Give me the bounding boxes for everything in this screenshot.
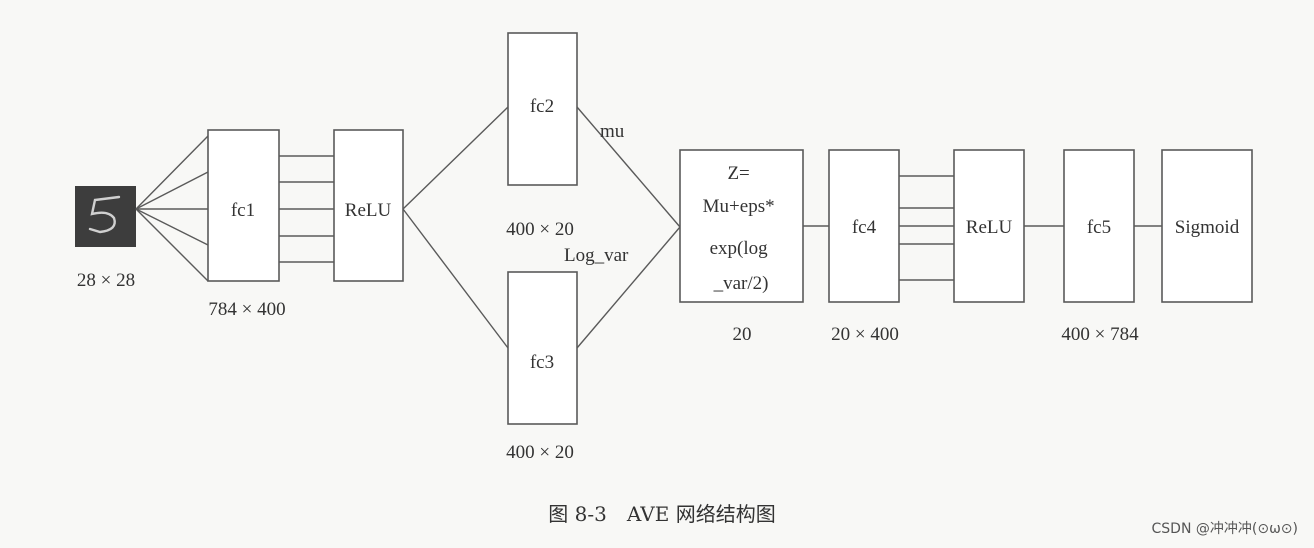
fc5-box bbox=[1063, 149, 1135, 303]
input-digit-image bbox=[75, 186, 136, 247]
fc4-to-relu-connections bbox=[899, 175, 954, 281]
mu-edge-label: mu bbox=[600, 121, 625, 142]
input-to-fc1-connections bbox=[135, 135, 209, 282]
z-label-line: Mu+eps* bbox=[703, 196, 775, 217]
encoder-branch-connections bbox=[402, 106, 681, 349]
z-box bbox=[679, 149, 804, 303]
log-var-edge-label: Log_var bbox=[564, 245, 629, 266]
relu1-label: ReLU bbox=[345, 200, 392, 221]
csdn-watermark: CSDN @冲冲冲(⊙ω⊙) bbox=[1152, 521, 1298, 537]
fc1-to-relu-connections bbox=[279, 155, 334, 263]
fc2-box bbox=[507, 32, 578, 186]
fc1-dim-label: 784 × 400 bbox=[208, 299, 285, 320]
fc1-label: fc1 bbox=[231, 200, 255, 221]
fc5-dim-label: 400 × 784 bbox=[1061, 324, 1139, 345]
relu1-box bbox=[333, 129, 404, 282]
z-label: Z= Mu+eps* exp(log _var/2) bbox=[703, 163, 780, 294]
fc3-dim-label: 400 × 20 bbox=[506, 442, 574, 463]
fc5-label: fc5 bbox=[1087, 217, 1111, 238]
fc4-box bbox=[828, 149, 900, 303]
relu2-box bbox=[953, 149, 1025, 303]
fc2-label: fc2 bbox=[530, 96, 554, 117]
z-label-line: _var/2) bbox=[713, 273, 769, 294]
fc3-label: fc3 bbox=[530, 352, 554, 373]
fc4-dim-label: 20 × 400 bbox=[831, 324, 899, 345]
sigmoid-box bbox=[1161, 149, 1253, 303]
z-label-line: exp(log bbox=[710, 238, 769, 259]
sigmoid-label: Sigmoid bbox=[1175, 217, 1240, 238]
fc3-box bbox=[507, 271, 578, 425]
fc2-dim-label: 400 × 20 bbox=[506, 219, 574, 240]
figure-caption: 图 8-3 AVE 网络结构图 bbox=[548, 502, 775, 526]
fc1-box bbox=[207, 129, 280, 282]
input-size-label: 28 × 28 bbox=[77, 270, 135, 291]
z-label-line: Z= bbox=[727, 163, 749, 184]
fc4-label: fc4 bbox=[852, 217, 877, 238]
relu2-label: ReLU bbox=[966, 217, 1013, 238]
z-dim-label: 20 bbox=[733, 324, 752, 345]
